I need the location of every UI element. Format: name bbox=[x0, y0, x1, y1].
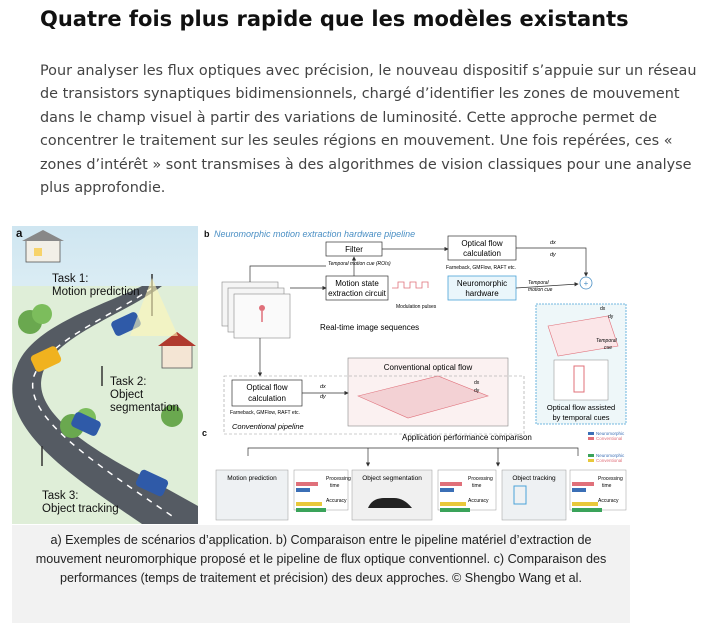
legend-conventional-1: Conventional bbox=[596, 436, 622, 441]
optical-flow-bottom-2: calculation bbox=[248, 394, 286, 403]
farneback-top: Farneback, GMFlow, RAFT etc. bbox=[446, 265, 516, 271]
processing-3: Processing bbox=[598, 476, 623, 482]
dy-right: dy bbox=[608, 314, 614, 320]
filter-label: Filter bbox=[345, 245, 363, 254]
accuracy-2: Accuracy bbox=[468, 498, 489, 504]
object-segmentation-label: Object segmentation bbox=[362, 475, 422, 482]
conventional-pipeline-label: Conventional pipeline bbox=[232, 422, 304, 431]
article-paragraph: Pour analyser les flux optiques avec pré… bbox=[40, 63, 697, 197]
panel-b-title: Neuromorphic motion extraction hardware … bbox=[214, 229, 415, 239]
time-2: time bbox=[472, 483, 482, 489]
temporal-cue-label-1: Temporal bbox=[596, 338, 618, 344]
result-object-segmentation: Object segmentation Processing time Accu… bbox=[351, 469, 497, 521]
time-1: time bbox=[330, 483, 340, 489]
task2-name-1: Object bbox=[110, 389, 144, 401]
dy-top: dy bbox=[550, 252, 557, 258]
article-heading: Quatre fois plus rapide que les modèles … bbox=[40, 7, 629, 31]
task1-label: Task 1: bbox=[52, 273, 89, 285]
optical-flow-box-bottom bbox=[231, 379, 303, 407]
dy-bottom: dy bbox=[320, 394, 327, 400]
panel-a-illustration: a Task 1: Motion prediction Task 2: Obje… bbox=[12, 226, 198, 524]
temporal-cue-label-2: cue bbox=[604, 345, 612, 351]
result-object-tracking: Object tracking Processing time Accuracy bbox=[501, 469, 627, 521]
realtime-label: Real-time image sequences bbox=[320, 323, 419, 332]
dx-bottom: dx bbox=[320, 384, 326, 390]
processing-2: Processing bbox=[468, 476, 493, 482]
accuracy-1: Accuracy bbox=[326, 498, 347, 504]
panel-a-letter: a bbox=[16, 228, 23, 240]
pipeline-diagram: b Neuromorphic motion extraction hardwar… bbox=[202, 229, 627, 521]
figure: a Task 1: Motion prediction Task 2: Obje… bbox=[12, 226, 630, 524]
task2-name-2: segmentation bbox=[110, 402, 180, 414]
processing-1: Processing bbox=[326, 476, 351, 482]
neuromorphic-2: hardware bbox=[465, 289, 499, 298]
motion-prediction-label: Motion prediction bbox=[227, 475, 277, 482]
task3-name: Object tracking bbox=[42, 503, 119, 515]
neuromorphic-hardware-box bbox=[447, 275, 517, 301]
temporal-cue-1: Temporal bbox=[528, 280, 550, 286]
legend-neuromorphic-1: Neuromorphic bbox=[596, 431, 625, 436]
panel-c-letter: c bbox=[202, 428, 207, 438]
time-3: time bbox=[602, 483, 612, 489]
assisted-1: Optical flow assisted bbox=[547, 403, 615, 412]
road-scene-illustration bbox=[12, 230, 198, 524]
optical-flow-top-1: Optical flow bbox=[461, 239, 503, 248]
task1-name: Motion prediction bbox=[52, 286, 140, 298]
dx-right: dx bbox=[600, 306, 606, 312]
dy-conv: dy bbox=[474, 388, 480, 394]
task2-label: Task 2: bbox=[110, 376, 147, 388]
panel-c-title: Application performance comparison bbox=[402, 433, 532, 442]
farneback-bottom: Farneback, GMFlow, RAFT etc. bbox=[230, 410, 300, 416]
object-tracking-label: Object tracking bbox=[512, 475, 556, 482]
dx-top: dx bbox=[550, 240, 556, 246]
temporal-motion-cue-label: Temporal motion cue (ROIs) bbox=[328, 261, 391, 267]
motion-state-2: extraction circuit bbox=[328, 289, 387, 298]
panel-b-letter: b bbox=[204, 229, 210, 239]
svg-text:+: + bbox=[584, 279, 589, 288]
dx-conv: dx bbox=[474, 380, 480, 386]
legend-neuromorphic-2: Neuromorphic bbox=[596, 453, 625, 458]
temporal-cue-2: motion cue bbox=[528, 287, 553, 293]
combine-node bbox=[579, 276, 593, 290]
figure-caption: a) Exemples de scénarios d’application. … bbox=[12, 525, 630, 623]
legend-conventional-2: Conventional bbox=[596, 458, 622, 463]
assisted-2: by temporal cues bbox=[552, 413, 609, 422]
conventional-flow-title: Conventional optical flow bbox=[384, 363, 473, 372]
task3-label: Task 3: bbox=[42, 490, 79, 502]
result-motion-prediction: Motion prediction Processing time Accura… bbox=[215, 469, 351, 521]
accuracy-3: Accuracy bbox=[598, 498, 619, 504]
modulation-pulses-label: Modulation pulses bbox=[396, 304, 437, 310]
optical-flow-top-2: calculation bbox=[463, 249, 501, 258]
motion-state-1: Motion state bbox=[335, 279, 379, 288]
optical-flow-bottom-1: Optical flow bbox=[246, 383, 288, 392]
neuromorphic-1: Neuromorphic bbox=[457, 279, 507, 288]
motion-state-box bbox=[325, 275, 389, 301]
optical-flow-box-top bbox=[447, 235, 517, 261]
